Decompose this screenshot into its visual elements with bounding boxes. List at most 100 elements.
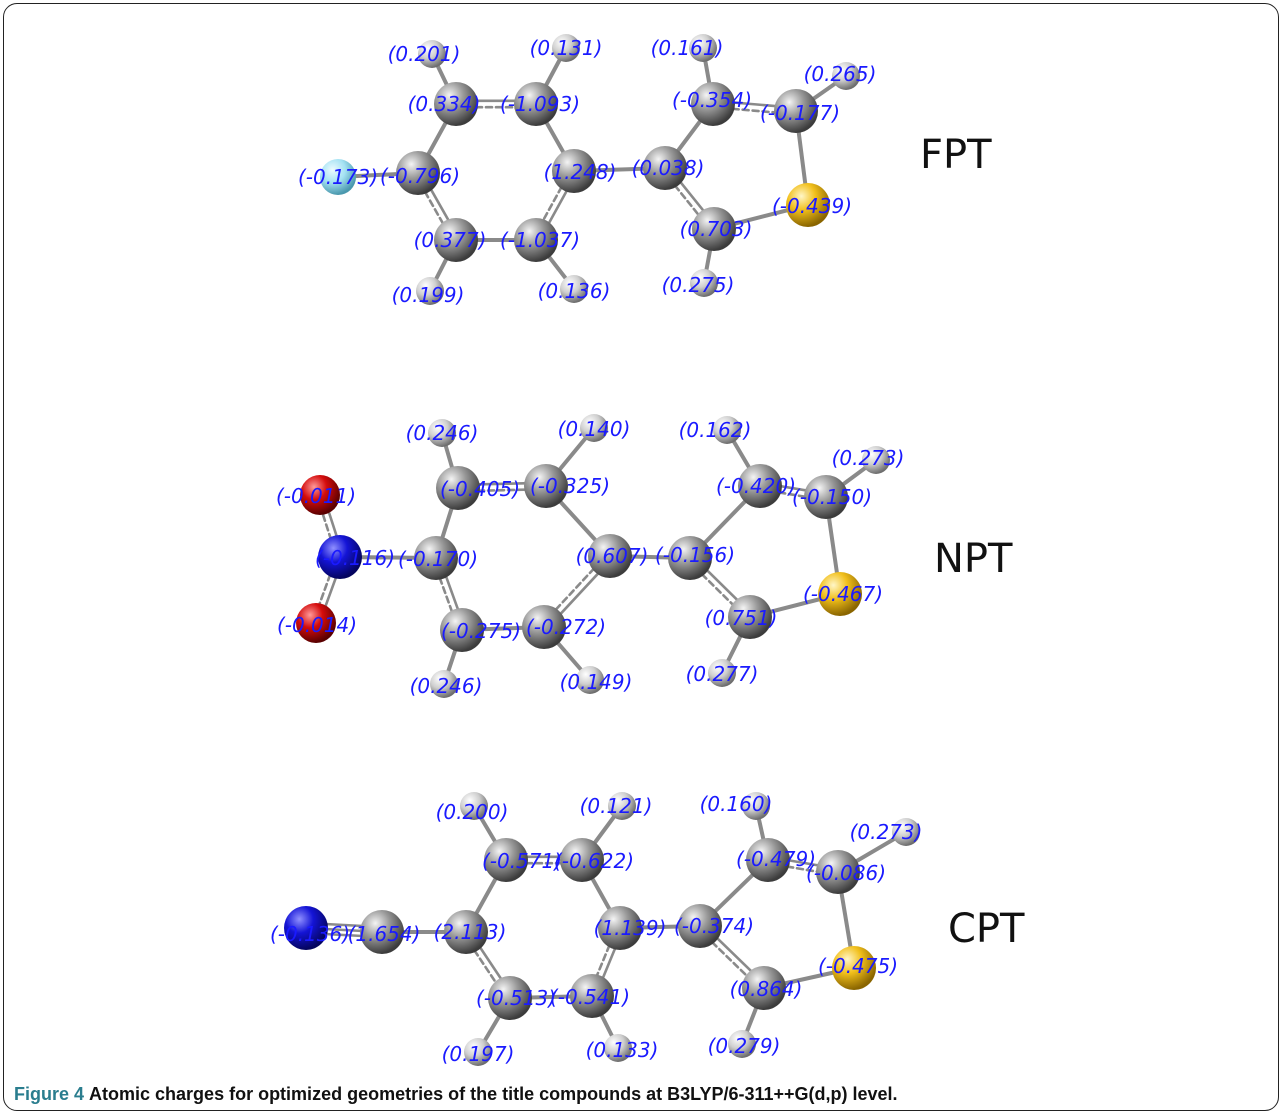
atom-npt-c-17 <box>728 595 772 639</box>
charge-label-fpt-16: (0.199) <box>392 283 465 307</box>
charge-label-cpt-9: (1.654) <box>348 922 421 946</box>
charge-label-fpt-11: (0.038) <box>632 156 705 180</box>
atom-fpt-h-18 <box>690 269 718 297</box>
charge-label-cpt-17: (0.197) <box>442 1042 515 1066</box>
charge-label-cpt-11: (1.139) <box>594 916 667 940</box>
molecule-label-fpt: FPT <box>920 132 992 178</box>
charge-label-fpt-9: (-0.796) <box>380 164 460 188</box>
atom-fpt-c-10 <box>552 149 596 193</box>
atom-cpt-h-1 <box>608 792 636 820</box>
charge-labels-layer: (0.201) (0.131) (0.161) (0.265) (0.334) (-1.0… <box>270 36 922 1066</box>
atom-cpt-h-3 <box>892 818 920 846</box>
charge-label-fpt-15: (0.703) <box>680 217 753 241</box>
atom-npt-o-4 <box>300 475 340 515</box>
caption-text: Atomic charges for optimized geometries … <box>89 1084 898 1104</box>
atom-npt-c-6 <box>524 464 568 508</box>
atom-npt-c-16 <box>522 605 566 649</box>
charge-label-cpt-15: (-0.541) <box>550 985 630 1009</box>
atom-fpt-c-14 <box>514 218 558 262</box>
atom-cpt-c-16 <box>742 966 786 1010</box>
atom-cpt-c-11 <box>598 906 642 950</box>
molecule-diagram: (0.201) (0.131) (0.161) (0.265) (0.334) (-1.0… <box>270 34 1025 1066</box>
atom-cpt-c-9 <box>360 910 404 954</box>
charge-label-cpt-5: (-0.622) <box>554 849 634 873</box>
atom-cpt-c-10 <box>444 910 488 954</box>
atom-fpt-f-8 <box>320 159 356 195</box>
atom-npt-o-14 <box>296 603 336 643</box>
atom-fpt-h-2 <box>689 34 717 62</box>
atom-fpt-c-5 <box>514 82 558 126</box>
atom-fpt-c-13 <box>434 218 478 262</box>
atom-npt-c-12 <box>668 536 712 580</box>
charge-label-npt-9: (-0.116) <box>315 546 395 570</box>
atom-npt-c-15 <box>440 608 484 652</box>
charge-label-fpt-17: (0.136) <box>538 279 611 303</box>
atom-fpt-c-4 <box>434 82 478 126</box>
charge-label-fpt-18: (0.275) <box>662 273 735 297</box>
charge-label-fpt-7: (-0.177) <box>760 101 840 125</box>
charge-label-cpt-18: (0.133) <box>586 1038 659 1062</box>
atom-fpt-c-9 <box>396 151 440 195</box>
charge-label-npt-14: (-0.014) <box>277 613 357 637</box>
atom-npt-c-11 <box>588 534 632 578</box>
atom-npt-h-19 <box>576 666 604 694</box>
charge-label-npt-16: (-0.272) <box>526 615 606 639</box>
atom-fpt-c-7 <box>774 89 818 133</box>
atom-cpt-c-4 <box>484 838 528 882</box>
charge-label-fpt-4: (0.334) <box>408 92 481 116</box>
atom-cpt-h-2 <box>742 792 770 820</box>
atoms-layer <box>284 34 920 1066</box>
charge-label-cpt-3: (0.273) <box>850 820 923 844</box>
atom-fpt-h-0 <box>418 40 446 68</box>
charge-label-fpt-0: (0.201) <box>388 42 461 66</box>
atom-fpt-c-6 <box>691 82 735 126</box>
charge-label-fpt-10: (1.248) <box>544 160 617 184</box>
atom-cpt-c-14 <box>488 976 532 1020</box>
atom-npt-c-8 <box>804 475 848 519</box>
charge-label-fpt-1: (0.131) <box>530 36 603 60</box>
atom-npt-h-1 <box>580 414 608 442</box>
atom-npt-h-2 <box>713 416 741 444</box>
atom-cpt-c-12 <box>678 904 722 948</box>
atom-cpt-h-19 <box>728 1030 756 1058</box>
charge-label-npt-18: (0.246) <box>410 674 483 698</box>
charge-label-cpt-13: (-0.475) <box>818 954 898 978</box>
atom-npt-h-0 <box>428 419 456 447</box>
charge-label-fpt-3: (0.265) <box>804 62 877 86</box>
charge-label-cpt-8: (-0.136) <box>270 922 350 946</box>
charge-label-fpt-8: (-0.173) <box>298 165 378 189</box>
molecule-label-cpt: CPT <box>948 906 1025 952</box>
charge-label-npt-2: (0.162) <box>679 418 752 442</box>
charge-label-npt-3: (0.273) <box>832 446 905 470</box>
charge-label-fpt-2: (0.161) <box>651 36 724 60</box>
charge-label-npt-10: (-0.170) <box>398 547 478 571</box>
atom-cpt-h-17 <box>464 1038 492 1066</box>
charge-label-npt-6: (-0.325) <box>530 474 610 498</box>
charge-label-npt-11: (0.607) <box>576 544 649 568</box>
atom-cpt-c-5 <box>560 838 604 882</box>
atom-fpt-h-16 <box>416 277 444 305</box>
charge-label-npt-8: (-0.150) <box>792 485 872 509</box>
atom-npt-h-3 <box>862 446 890 474</box>
charge-label-npt-19: (0.149) <box>560 670 633 694</box>
charge-label-fpt-5: (-1.093) <box>500 92 580 116</box>
charge-label-cpt-2: (0.160) <box>700 792 773 816</box>
charge-label-cpt-6: (-0.479) <box>736 847 816 871</box>
atom-cpt-c-15 <box>570 974 614 1018</box>
molecule-label-npt: NPT <box>934 536 1013 582</box>
caption-label: Figure 4 <box>14 1084 85 1104</box>
charge-label-cpt-10: (2.113) <box>434 920 507 944</box>
atom-npt-h-18 <box>430 670 458 698</box>
atom-fpt-h-3 <box>832 62 860 90</box>
charge-label-npt-7: (-0.420) <box>716 474 796 498</box>
charge-label-npt-4: (-0.011) <box>276 484 356 508</box>
charge-label-fpt-12: (-0.439) <box>772 194 852 218</box>
charge-label-npt-15: (-0.275) <box>441 619 521 643</box>
atom-cpt-n-8 <box>284 906 328 950</box>
charge-label-cpt-19: (0.279) <box>708 1034 781 1058</box>
charge-label-npt-1: (0.140) <box>558 417 631 441</box>
figure-caption: Figure 4 Atomic charges for optimized ge… <box>14 1084 1264 1105</box>
charge-label-npt-17: (0.751) <box>705 606 778 630</box>
charge-label-fpt-14: (-1.037) <box>500 228 580 252</box>
charge-label-cpt-4: (-0.571) <box>482 849 562 873</box>
